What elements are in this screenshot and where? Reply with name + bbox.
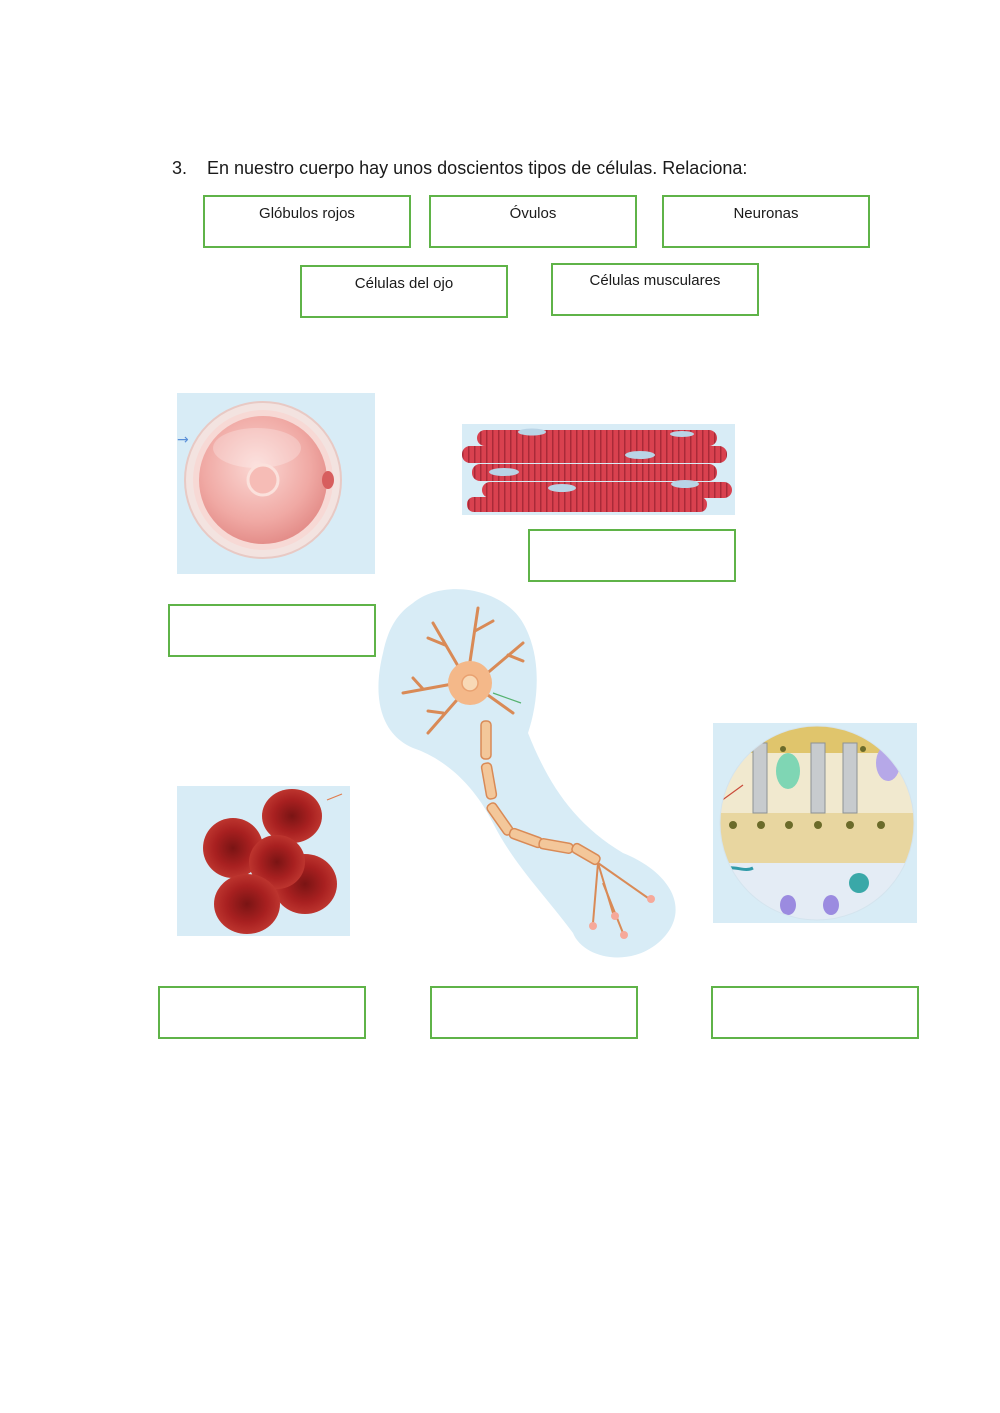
word-celulas-musculares[interactable]: Células musculares [551,263,759,316]
word-neuronas[interactable]: Neuronas [662,195,870,248]
word-label: Glóbulos rojos [259,205,355,222]
ovum-cell-icon: → [177,393,375,574]
question-number: 3. [172,158,188,178]
eye-retina-cells-icon [713,723,917,923]
answer-box-red-blood-cells[interactable] [158,986,366,1039]
word-label: Neuronas [733,205,799,222]
word-label: Óvulos [509,205,557,222]
answer-box-ovum[interactable] [168,604,376,657]
question: 3. En nuestro cuerpo hay unos doscientos… [172,158,747,179]
answer-box-muscle[interactable] [528,529,736,582]
red-blood-cells-icon [177,786,350,936]
answer-box-eye[interactable] [711,986,919,1039]
question-text: En nuestro cuerpo hay unos doscientos ti… [207,158,748,178]
word-celulas-del-ojo[interactable]: Células del ojo [300,265,508,318]
neuron-icon [373,583,685,960]
word-ovulos[interactable]: Óvulos [429,195,637,248]
word-label: Células del ojo [354,275,454,292]
svg-text:→: → [177,432,189,448]
muscle-cells-icon [462,424,735,515]
answer-box-neuron[interactable] [430,986,638,1039]
word-label: Células musculares [589,272,721,289]
word-globulos-rojos[interactable]: Glóbulos rojos [203,195,411,248]
